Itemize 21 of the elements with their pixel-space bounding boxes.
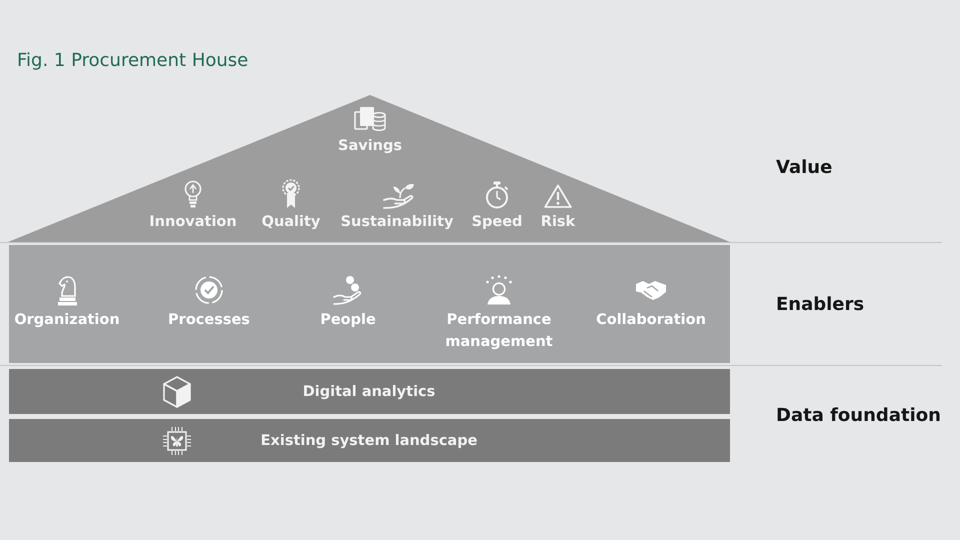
roof-triangle <box>8 95 730 242</box>
value-driver-label: Risk <box>540 213 576 232</box>
enabler-label: Organization <box>14 311 120 330</box>
enabler-label: People <box>320 311 376 330</box>
enabler-label: Processes <box>168 311 250 330</box>
value-driver-label: Savings <box>338 137 402 156</box>
value-driver-label: Quality <box>262 213 320 232</box>
band-label: Existing system landscape <box>260 432 478 450</box>
layer-label: Enablers <box>776 293 864 317</box>
enabler-label: Performance management <box>444 311 554 352</box>
figure-title: Fig. 1 Procurement House <box>17 50 248 72</box>
value-driver-label: Sustainability <box>340 213 454 232</box>
layer-label: Value <box>776 156 832 180</box>
foundation-band <box>9 369 730 414</box>
value-driver-label: Innovation <box>149 213 237 232</box>
foundation-band <box>9 419 730 462</box>
layer-label: Data foundation <box>776 404 941 428</box>
enabler-label: Collaboration <box>596 311 706 330</box>
enablers-band <box>9 245 730 363</box>
value-driver-label: Speed <box>472 213 522 232</box>
band-label: Digital analytics <box>302 382 436 402</box>
